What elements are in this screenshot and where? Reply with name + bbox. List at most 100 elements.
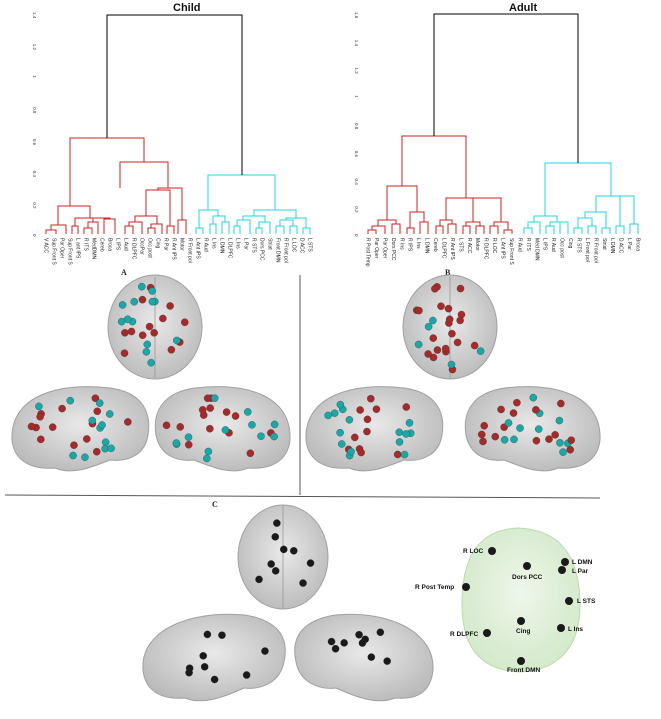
brain-node xyxy=(559,448,567,456)
brain-node xyxy=(566,445,574,454)
adult-y-tick: 1 xyxy=(354,95,359,98)
child-leaf-label: OccPar xyxy=(139,238,145,255)
adult-leaf-label: R Front pol xyxy=(592,238,598,263)
brain-node xyxy=(210,394,219,402)
brain-node xyxy=(424,350,432,358)
divider-horizontal xyxy=(4,494,601,499)
adult-leaf-label: Par Oper xyxy=(373,238,379,259)
adult-leaf-label: R ITS xyxy=(525,238,531,251)
brain-node xyxy=(124,418,132,426)
child-leaf-label: Front DMN xyxy=(275,238,281,263)
brain-node xyxy=(444,304,453,313)
adult-y-axis: 00.20.40.60.811.21.41.6 xyxy=(354,12,359,237)
brain-node xyxy=(330,409,339,417)
brain-node xyxy=(448,329,456,338)
consensus-brain-left-lateral xyxy=(142,613,286,702)
brain-node xyxy=(127,327,136,336)
brain-node xyxy=(500,436,509,444)
adult-leaf-label: R ACC xyxy=(466,238,472,254)
child-leaf-label: V ACC xyxy=(43,238,49,253)
brain-node xyxy=(181,318,189,327)
brain-node xyxy=(345,416,354,424)
brain-node xyxy=(357,448,365,457)
roi-label-front-dmn: Front DMN xyxy=(507,667,541,674)
adult-y-tick: 0.4 xyxy=(354,179,359,186)
brain-node xyxy=(306,559,315,567)
roi-label-dors-pcc: Dors PCC xyxy=(512,574,543,581)
roi-label-r-dlpfc: R DLPFC xyxy=(450,631,478,638)
brain-node xyxy=(166,302,174,310)
adult-leaf-label: R Post Temp xyxy=(365,238,371,267)
brain-node xyxy=(336,428,344,437)
roi-label-r-post-temp: R Post Temp xyxy=(415,584,454,591)
brain-node xyxy=(101,438,110,446)
brain-node xyxy=(270,420,279,429)
roi-dot-l-par xyxy=(558,566,566,574)
roi-label-l-par: L Par xyxy=(572,568,589,575)
brain-node xyxy=(529,393,538,402)
child-leaf-label: L IPS xyxy=(115,238,121,251)
child-leaf-label: Dors PCC xyxy=(259,238,265,261)
brain-node xyxy=(351,433,359,442)
brain-node xyxy=(81,453,89,461)
brain-node xyxy=(172,439,181,447)
child-leaf-label: Cing xyxy=(155,238,161,249)
consensus-brain-top-view xyxy=(237,504,329,610)
child-leaf-label: L DMN xyxy=(219,238,225,254)
child-leaf-label: Striat xyxy=(267,238,273,250)
child-brain-nodes xyxy=(27,282,279,463)
brain-node xyxy=(395,438,404,446)
child-leaf-label: R DLPFC xyxy=(131,238,137,260)
brain-node xyxy=(338,440,346,448)
brain-node xyxy=(456,316,464,325)
adult-brain-nodes xyxy=(324,283,576,460)
brain-node xyxy=(120,349,129,357)
brain-node xyxy=(340,639,348,647)
brain-node xyxy=(143,340,152,349)
brain-node xyxy=(480,422,488,430)
child-leaf-label: L Ant IPS xyxy=(195,238,201,259)
brain-node xyxy=(363,427,371,436)
panel-letter-c: C xyxy=(212,500,218,509)
child-brain-left-lateral xyxy=(11,386,150,472)
brain-node xyxy=(400,450,409,459)
child-leaf-label: L Aud xyxy=(123,238,129,251)
brain-renderings: R LOC L DMN Dors PCC L Par R Post Temp L… xyxy=(4,274,601,702)
child-y-tick: 0.4 xyxy=(32,171,37,178)
child-leaf-label: L Par xyxy=(243,238,249,250)
adult-leaf-label: L Front pol xyxy=(584,238,590,262)
brain-node xyxy=(336,400,345,409)
roi-dot-cing xyxy=(517,617,525,625)
roi-label-r-loc: R LOC xyxy=(463,548,484,555)
brain-node xyxy=(203,630,212,639)
brain-node xyxy=(206,404,214,412)
brain-node xyxy=(248,421,256,429)
child-leaf-label: Motor xyxy=(179,238,185,251)
brain-node xyxy=(491,432,500,441)
brain-node xyxy=(355,630,363,639)
brain-node xyxy=(555,416,564,425)
adult-leaf-label: Occ post xyxy=(559,238,565,258)
brain-node xyxy=(121,329,129,337)
child-leaf-label: Occ post xyxy=(147,238,153,258)
brain-node xyxy=(203,394,212,403)
brain-node xyxy=(414,340,423,349)
brain-node xyxy=(142,348,151,356)
brain-node xyxy=(261,647,269,655)
adult-y-tick: 1.2 xyxy=(354,68,359,75)
brain-node xyxy=(299,579,307,587)
brain-node xyxy=(257,432,265,440)
brain-node xyxy=(148,287,157,295)
adult-leaf-label: R Ins xyxy=(398,238,404,250)
brain-node xyxy=(415,306,423,315)
brain-node xyxy=(513,398,521,407)
brain-node xyxy=(48,423,57,431)
brain-node xyxy=(290,547,298,555)
child-y-tick: 0.6 xyxy=(32,139,37,146)
adult-leaf-label: L Ins xyxy=(415,238,421,249)
brain-node xyxy=(221,426,230,434)
brain-node xyxy=(509,409,518,417)
child-leaf-label: Sup Front S xyxy=(51,238,57,265)
roi-highlight-brain xyxy=(461,527,581,673)
